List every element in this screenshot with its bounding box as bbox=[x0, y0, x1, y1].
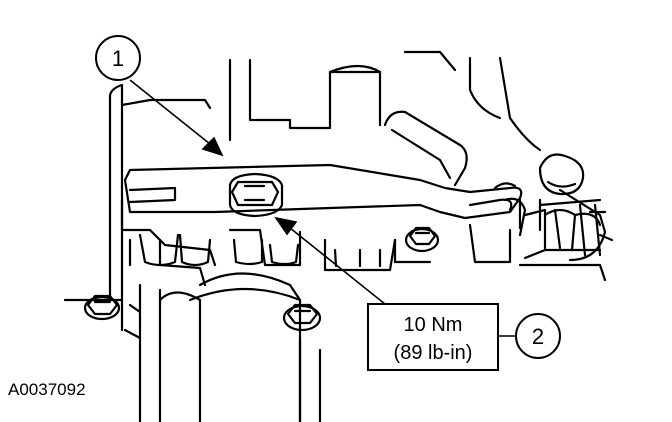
callout-1-leader bbox=[129, 79, 216, 149]
lever-bolt bbox=[228, 172, 284, 218]
housing-bolt-center bbox=[282, 303, 322, 332]
callout-1-label: 1 bbox=[112, 46, 124, 71]
manual-lever bbox=[123, 163, 527, 237]
transmission-housing bbox=[63, 50, 607, 422]
torque-value-imperial: (89 lb-in) bbox=[394, 342, 473, 364]
cable-assembly bbox=[523, 198, 614, 260]
callout-2: 2 bbox=[515, 313, 561, 359]
torque-spec-box: 10 Nm (89 lb-in) bbox=[367, 303, 499, 371]
callout-1-arrowhead bbox=[201, 136, 224, 157]
callout-2-leader bbox=[289, 227, 386, 305]
housing-bolt-right bbox=[404, 226, 440, 253]
knob-shape bbox=[538, 153, 585, 196]
shift-bracket bbox=[383, 110, 468, 187]
callout-2-arrowhead bbox=[274, 216, 298, 236]
figure-id: A0037092 bbox=[8, 380, 86, 399]
housing-bolt-left bbox=[83, 294, 121, 321]
callout-2-label: 2 bbox=[532, 324, 544, 349]
torque-value-metric: 10 Nm bbox=[404, 314, 463, 336]
callout-1: 1 bbox=[95, 35, 141, 81]
